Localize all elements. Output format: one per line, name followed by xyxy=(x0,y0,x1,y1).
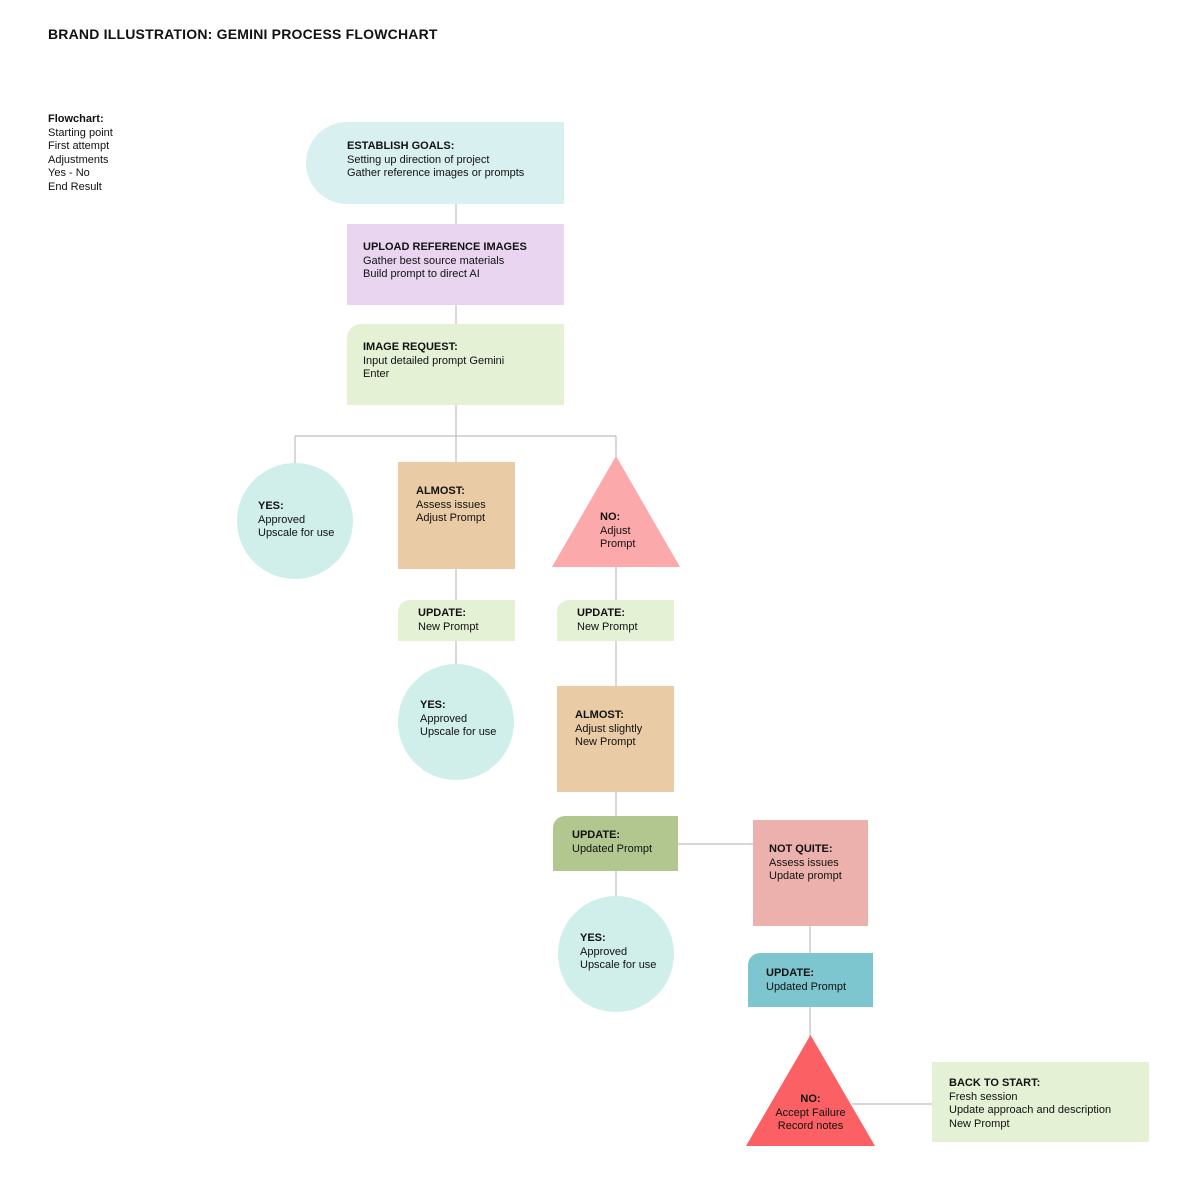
upload-reference-node: UPLOAD REFERENCE IMAGES Gather best sour… xyxy=(347,224,564,305)
node-title: UPDATE: xyxy=(577,607,626,619)
update-node: UPDATE: Updated Prompt xyxy=(553,816,678,871)
node-text: Input detailed prompt Gemini xyxy=(363,354,505,367)
legend-item: End Result xyxy=(48,180,102,193)
node-title: UPDATE: xyxy=(418,607,467,619)
node-text: Approved xyxy=(258,513,306,526)
node-title: ALMOST: xyxy=(575,709,624,721)
node-text: Adjust Prompt xyxy=(416,512,486,525)
node-text: New Prompt xyxy=(418,620,479,633)
node-title: IMAGE REQUEST: xyxy=(363,341,458,353)
legend: Flowchart: Starting point First attempt … xyxy=(48,113,113,195)
node-text: Updated Prompt xyxy=(572,842,653,855)
legend-heading: Flowchart: xyxy=(48,113,104,125)
node-text: Gather best source materials xyxy=(363,254,505,267)
triangle-shape xyxy=(552,456,680,567)
yes-approved-node: YES: Approved Upscale for use xyxy=(558,896,674,1012)
node-title: UPDATE: xyxy=(572,829,621,841)
node-text: New Prompt xyxy=(577,620,638,633)
node-text: Prompt xyxy=(600,538,636,551)
node-text: Update approach and description xyxy=(949,1104,1112,1117)
image-request-node: IMAGE REQUEST: Input detailed prompt Gem… xyxy=(347,324,564,405)
node-text: Enter xyxy=(363,368,390,381)
legend-item: Adjustments xyxy=(48,153,109,166)
node-text: Updated Prompt xyxy=(766,980,847,993)
legend-item: Starting point xyxy=(48,126,113,139)
node-text: Approved xyxy=(580,945,628,958)
legend-item: Yes - No xyxy=(48,167,90,180)
node-text: Record notes xyxy=(777,1120,844,1133)
back-to-start-node: BACK TO START: Fresh session Update appr… xyxy=(932,1062,1149,1142)
node-text: Upscale for use xyxy=(258,527,335,540)
establish-goals-node: ESTABLISH GOALS: Setting up direction of… xyxy=(306,122,564,204)
node-title: YES: xyxy=(580,932,606,944)
node-title: ESTABLISH GOALS: xyxy=(347,140,455,152)
node-text: Assess issues xyxy=(416,498,486,511)
node-title: BACK TO START: xyxy=(949,1077,1041,1089)
update-node: UPDATE: New Prompt xyxy=(398,600,515,641)
triangle-shape xyxy=(746,1035,875,1146)
node-text: Upscale for use xyxy=(420,726,497,739)
node-text: Fresh session xyxy=(949,1090,1018,1103)
node-text: Adjust xyxy=(600,524,631,537)
no-failure-node: NO: Accept Failure Record notes xyxy=(745,1035,876,1147)
almost-node: ALMOST: Assess issues Adjust Prompt xyxy=(398,462,515,569)
node-text: Accept Failure xyxy=(775,1106,846,1119)
node-text: Assess issues xyxy=(769,856,839,869)
node-title: UPDATE: xyxy=(766,967,815,979)
node-text: Adjust slightly xyxy=(575,722,643,735)
no-node: NO: Adjust Prompt xyxy=(551,456,681,568)
not-quite-node: NOT QUITE: Assess issues Update prompt xyxy=(753,820,868,926)
node-text: Gather reference images or prompts xyxy=(347,167,525,180)
node-title: NO: xyxy=(800,1093,821,1105)
page-title: BRAND ILLUSTRATION: GEMINI PROCESS FLOWC… xyxy=(48,26,438,42)
node-text: New Prompt xyxy=(575,736,636,749)
update-node: UPDATE: Updated Prompt xyxy=(748,953,873,1007)
node-title: NOT QUITE: xyxy=(769,843,833,855)
node-text: Upscale for use xyxy=(580,959,657,972)
node-text: Update prompt xyxy=(769,870,842,883)
node-title: YES: xyxy=(258,500,284,512)
node-title: YES: xyxy=(420,699,446,711)
update-node: UPDATE: New Prompt xyxy=(557,600,674,641)
yes-approved-node: YES: Approved Upscale for use xyxy=(398,664,514,780)
node-title: NO: xyxy=(600,511,621,523)
almost-node: ALMOST: Adjust slightly New Prompt xyxy=(557,686,674,792)
legend-item: First attempt xyxy=(48,140,110,153)
yes-approved-node: YES: Approved Upscale for use xyxy=(237,463,353,579)
node-text: Setting up direction of project xyxy=(347,153,490,166)
node-title: ALMOST: xyxy=(416,485,465,497)
node-text: New Prompt xyxy=(949,1117,1010,1130)
node-title: UPLOAD REFERENCE IMAGES xyxy=(363,241,527,253)
node-text: Approved xyxy=(420,712,468,725)
node-text: Build prompt to direct AI xyxy=(363,268,480,281)
